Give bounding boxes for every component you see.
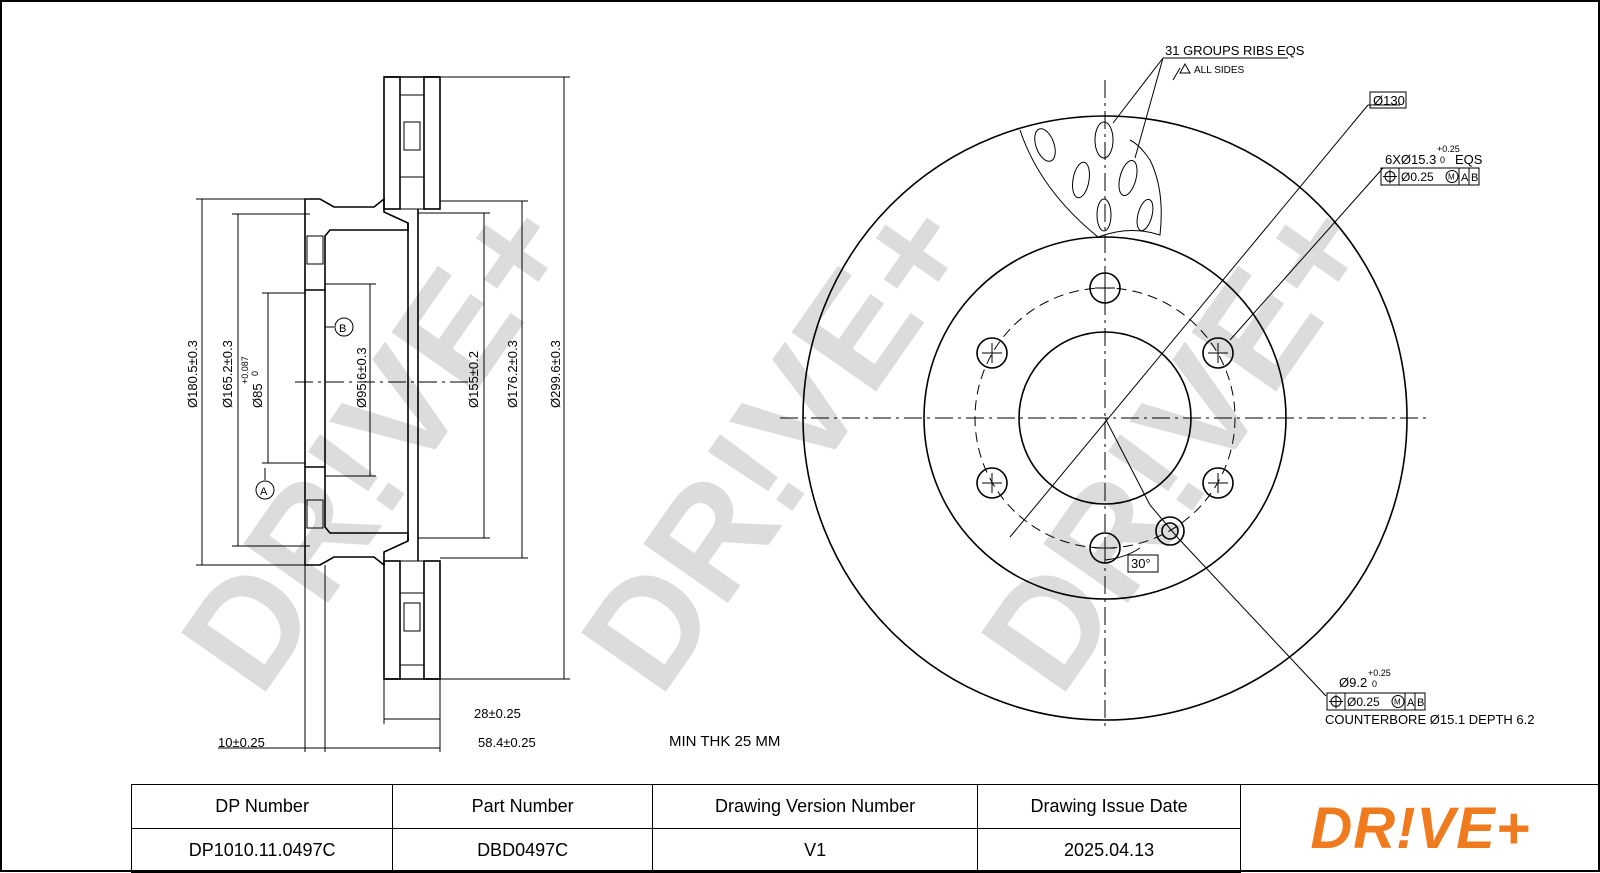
header-issue-date: Drawing Issue Date bbox=[977, 784, 1241, 829]
small-hole-counterbore bbox=[1155, 516, 1185, 546]
fcf-small-datum-b: B bbox=[1417, 697, 1424, 709]
note-pcd: Ø130 bbox=[1373, 93, 1405, 108]
value-issue-date: 2025.04.13 bbox=[977, 828, 1241, 873]
fcf-holes-tol: Ø0.25 bbox=[1401, 170, 1434, 184]
header-dp-number: DP Number bbox=[130, 784, 394, 829]
side-section-view bbox=[295, 76, 470, 680]
front-notes: 31 GROUPS RIBS EQS ALL SIDES Ø130 6XØ15.… bbox=[1165, 43, 1535, 727]
friction-ring-bottom-inner bbox=[423, 560, 441, 680]
watermark-left: DR!VE+ bbox=[149, 168, 605, 718]
title-block: DP Number Part Number Drawing Version Nu… bbox=[130, 784, 1600, 873]
dim-d85-tol-lower: 0 bbox=[250, 371, 260, 376]
value-part-number: DBD0497C bbox=[392, 828, 653, 873]
dim-d95: Ø95.6±0.3 bbox=[354, 347, 369, 408]
dim-d299: Ø299.6±0.3 bbox=[548, 340, 563, 408]
watermark-right: DR!VE+ bbox=[949, 168, 1405, 718]
hat-bottom bbox=[304, 466, 409, 567]
rib-pattern bbox=[1034, 121, 1154, 232]
note-small-tol-upper: +0.25 bbox=[1368, 668, 1391, 678]
fcf-holes-datum-a: A bbox=[1461, 172, 1469, 184]
note-ribs: 31 GROUPS RIBS EQS bbox=[1165, 43, 1305, 58]
side-dimensions: Ø180.5±0.3 Ø165.2±0.3 Ø85 +0.087 0 Ø95.6… bbox=[185, 76, 570, 752]
dim-d176: Ø176.2±0.3 bbox=[505, 340, 520, 408]
note-holes-tol-upper: +0.25 bbox=[1437, 144, 1460, 154]
fcf-holes: Ø0.25 M A B bbox=[1380, 167, 1480, 186]
note-holes-tol-lower: 0 bbox=[1440, 155, 1445, 165]
fcf-small-mod: M bbox=[1394, 698, 1401, 707]
bolt-hole-3 bbox=[1202, 467, 1234, 499]
dim-58: 58.4±0.25 bbox=[478, 735, 536, 750]
fcf-holes-datum-b: B bbox=[1471, 172, 1478, 184]
dim-d155: Ø155±0.2 bbox=[466, 351, 481, 408]
bolt-hole-5 bbox=[976, 467, 1008, 499]
fcf-small-hole: Ø0.25 M A B bbox=[1326, 692, 1426, 711]
note-all-sides: ALL SIDES bbox=[1194, 65, 1245, 76]
small-hole bbox=[1161, 522, 1179, 540]
fcf-small-datum-a: A bbox=[1407, 697, 1415, 709]
friction-ring-top-outer bbox=[383, 76, 401, 210]
value-dp-number: DP1010.11.0497C bbox=[130, 828, 394, 873]
note-small-tol-lower: 0 bbox=[1372, 679, 1377, 689]
datum-a-side: A bbox=[260, 486, 268, 498]
fcf-small-tol: Ø0.25 bbox=[1347, 695, 1380, 709]
fcf-holes-mod: M bbox=[1448, 173, 1455, 182]
bolt-hole-6 bbox=[976, 337, 1008, 369]
angle-30: 30° bbox=[1131, 556, 1151, 571]
brand-logo-text: DR!VE+ bbox=[1310, 796, 1531, 861]
dim-d85: Ø85 bbox=[250, 383, 265, 408]
friction-ring-top-inner bbox=[423, 76, 441, 210]
brand-logo: DR!VE+ bbox=[1241, 784, 1600, 872]
bolt-hole-4 bbox=[1089, 532, 1121, 564]
title-block-table: DP Number Part Number Drawing Version Nu… bbox=[130, 784, 1241, 873]
dim-thk-28: 28±0.25 bbox=[474, 706, 521, 721]
dim-d180: Ø180.5±0.3 bbox=[185, 340, 200, 408]
dim-d85-tol-upper: +0.087 bbox=[240, 356, 250, 384]
watermark-center: DR!VE+ bbox=[549, 168, 1005, 718]
note-holes-eqs: EQS bbox=[1455, 152, 1483, 167]
note-counterbore: COUNTERBORE Ø15.1 DEPTH 6.2 bbox=[1325, 712, 1535, 727]
front-view: 30° bbox=[780, 57, 1430, 730]
header-drawing-version: Drawing Version Number bbox=[651, 784, 979, 829]
dim-d165: Ø165.2±0.3 bbox=[220, 340, 235, 408]
note-small-hole: Ø9.2 bbox=[1339, 675, 1367, 690]
bolt-hole-2 bbox=[1202, 337, 1234, 369]
bolt-hole-1 bbox=[1089, 272, 1121, 304]
note-holes: 6XØ15.3 bbox=[1385, 152, 1436, 167]
header-part-number: Part Number bbox=[392, 784, 653, 829]
min-thickness-note: MIN THK 25 MM bbox=[669, 733, 780, 750]
dim-10: 10±0.25 bbox=[218, 735, 265, 750]
watermark-group: DR!VE+ DR!VE+ DR!VE+ bbox=[149, 168, 1405, 718]
value-drawing-version: V1 bbox=[651, 828, 979, 873]
friction-ring-bottom-outer bbox=[383, 560, 401, 680]
datum-b-side: B bbox=[339, 323, 346, 335]
